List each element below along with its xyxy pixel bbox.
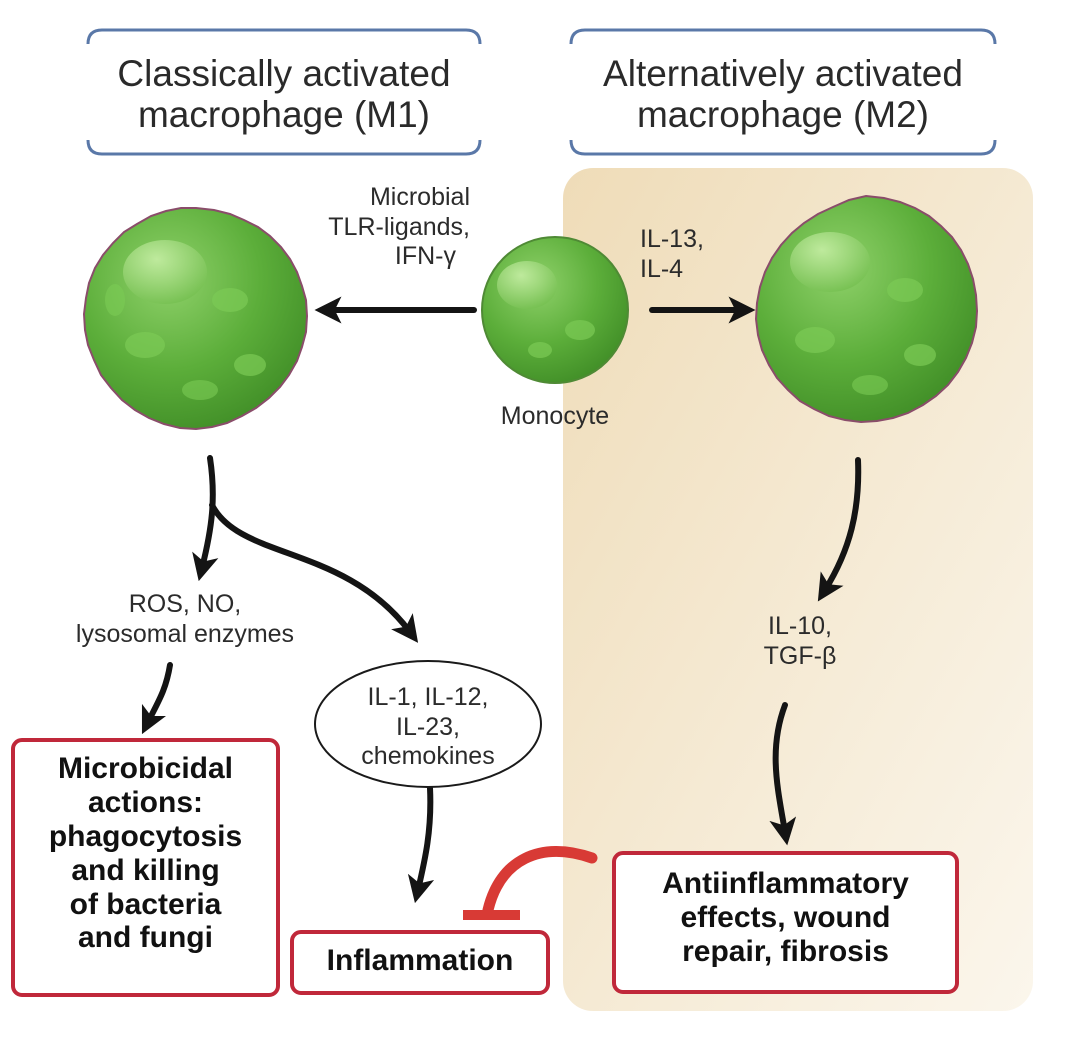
ros-line-2: lysosomal enzymes [75,619,295,648]
microbicidal-text: Microbicidal actions: phagocytosis and k… [15,752,276,955]
microbicidal-line-4: and killing [71,853,220,887]
monocyte-cell [481,236,629,384]
arrow-m2-to-il10 [817,457,862,602]
microbicidal-line-1: Microbicidal [57,752,234,785]
cytokines-line-1: IL-1, IL-12, [367,683,489,711]
arrow-ros-to-microbicidal [141,662,173,735]
microbicidal-line-3: phagocytosis [48,819,243,853]
m1-stimuli-label: Microbial TLR-ligands, IFN-γ [300,183,470,272]
cytokines-label: IL-1, IL-12, IL-23, chemokines [328,683,528,772]
m1-stimuli-line-1: Microbial [369,183,470,211]
antiinflammatory-line-2: effects, wound [680,900,891,934]
cytokines-ellipse [314,660,542,788]
ros-line-1: ROS, NO, [128,590,242,618]
arrow-cytokines-to-inflammation [407,785,435,904]
arrow-m1-to-ros [192,455,219,582]
m1-macrophage-cell [82,207,309,431]
m1-header-bracket-bottom [86,139,482,156]
m2-products-line-2: TGF-β [763,641,837,670]
m2-stimuli-line-2: IL-4 [640,254,684,283]
m2-macrophage-cell [754,194,979,424]
ros-label: ROS, NO, lysosomal enzymes [30,590,340,649]
cytokines-line-3: chemokines [361,742,495,770]
antiinflammatory-line-3: repair, fibrosis [682,934,889,968]
m2-products-line-1: IL-10, [768,612,832,640]
monocyte-label: Monocyte [500,402,610,430]
inhibition-arrow [463,846,598,920]
inflammation-text: Inflammation [326,944,514,977]
m2-stimuli-line-1: IL-13, [640,225,704,253]
m2-header-bracket-top [569,28,997,45]
m2-products-label: IL-10, TGF-β [740,612,860,671]
m2-stimuli-label: IL-13, IL-4 [640,225,710,284]
microbicidal-line-5: of bacteria [69,887,222,921]
m2-header-bracket-bottom [569,139,997,156]
cytokines-line-2: IL-23, [396,712,460,741]
arrow-il10-to-antiinflammatory [769,702,797,846]
m2-header: Alternatively activated macrophage (M2) [571,53,995,136]
microbicidal-line-2: actions: [87,785,204,819]
m1-stimuli-line-3: IFN-γ [394,242,456,270]
m1-header-line-1: Classically activated [117,53,451,94]
antiinflammatory-line-1: Antiinflammatory [662,867,909,900]
m1-header: Classically activated macrophage (M1) [88,53,480,136]
antiinflammatory-text: Antiinflammatory effects, wound repair, … [616,867,955,969]
arrow-m1-to-cytokines [209,502,419,643]
antiinflammatory-box [612,851,959,994]
inflammation-box [290,930,550,995]
m1-header-line-2: macrophage (M1) [137,94,430,136]
microbicidal-line-6: and fungi [78,921,213,955]
m2-header-line-2: macrophage (M2) [636,94,929,136]
m2-header-line-1: Alternatively activated [603,53,963,94]
m1-header-bracket-top [86,28,482,45]
m1-stimuli-line-2: TLR-ligands, [328,212,470,241]
microbicidal-box [11,738,280,997]
